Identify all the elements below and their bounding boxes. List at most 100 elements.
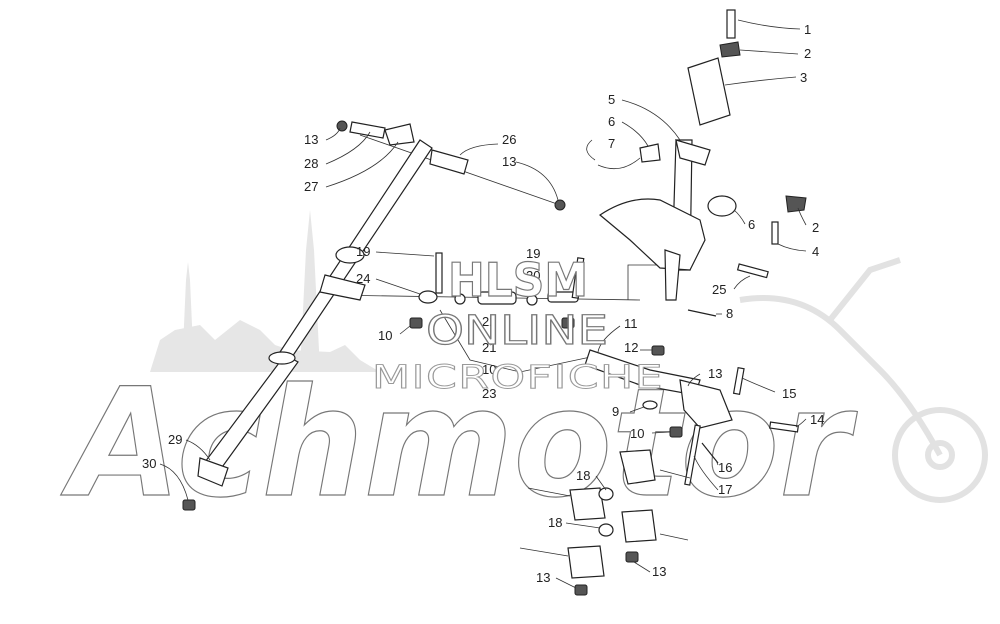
link-lower: [567, 545, 605, 579]
watermark-brand: Achmotor: [60, 357, 857, 531]
nut-13-mid: [554, 199, 566, 211]
watermark-line2: ONLINE: [426, 308, 608, 354]
washer-23: [526, 294, 538, 306]
callout-6b: 6: [748, 217, 755, 232]
callout-4: 4: [812, 244, 819, 259]
leader-25: [733, 275, 751, 290]
leader-16: [715, 459, 719, 466]
leader-30: [159, 463, 189, 501]
callout-10c: 10: [630, 426, 644, 441]
callout-22: 22: [482, 314, 496, 329]
leader-17: [693, 455, 719, 491]
washer-22: [454, 293, 466, 305]
watermark-overlay: HLSM ONLINE MICROFICHE: [372, 252, 664, 396]
steering-shaft: [182, 139, 433, 511]
cap-2-lower: [785, 195, 807, 213]
bushing-18-upper: [598, 487, 614, 501]
callout-13e: 13: [652, 564, 666, 579]
watermark-background-art: [150, 210, 988, 503]
bolt-17: [684, 424, 701, 486]
skyline: [150, 320, 380, 372]
rod-upper: [527, 469, 691, 497]
shaft-collar: [268, 351, 296, 365]
leader-27: [325, 141, 399, 188]
washer-9: [642, 400, 658, 410]
watermark-title: HLSM: [448, 253, 588, 307]
leader-9: [629, 406, 645, 413]
callout-11: 11: [624, 316, 638, 331]
leader-19a: [375, 251, 435, 257]
tie-rod-end-28: [349, 121, 386, 139]
axis-vertical: [627, 264, 670, 300]
callout-3: 3: [800, 70, 807, 85]
callout-12: 12: [624, 340, 638, 355]
leader-2b: [797, 207, 807, 226]
callout-labels: 1 2 3 5 6 7 26 13 13 28 27 6 2 4 19 19 2…: [142, 22, 824, 585]
bushing-6-upper: [639, 143, 661, 163]
housing-fork: [664, 249, 681, 301]
handlebar-clamp-3: [687, 57, 731, 126]
callout-7: 7: [608, 136, 615, 151]
callout-27: 27: [304, 179, 318, 194]
leader-28: [325, 131, 371, 165]
watermark-line3: MICROFICHE: [372, 358, 664, 396]
leader-10a: [399, 325, 411, 335]
sleeve-21: [477, 291, 517, 305]
leader-3: [724, 76, 797, 86]
leader-13c: [687, 373, 701, 387]
callout-14: 14: [810, 412, 824, 427]
axis-lower-arm: [439, 309, 601, 373]
callout-17: 17: [718, 482, 732, 497]
callout-13b: 13: [304, 132, 318, 147]
housing-body: [598, 198, 706, 271]
callout-29: 29: [168, 432, 182, 447]
callout-16: 16: [718, 460, 732, 475]
bolt-1: [726, 9, 736, 39]
callout-2a: 2: [804, 46, 811, 61]
leader-18b: [565, 522, 601, 529]
callout-10b: 10: [482, 362, 496, 377]
bolt-25: [736, 263, 769, 279]
steering-housing: [598, 198, 769, 317]
rod-lower: [519, 533, 689, 557]
leader-lines: [159, 19, 807, 589]
bolt-15: [732, 366, 745, 396]
nut-13-upper: [336, 120, 348, 132]
bushing-18-lower: [598, 523, 614, 537]
wheel-front-hub: [925, 440, 955, 470]
shaft-flange: [319, 274, 366, 301]
tie-rod-ends-upper: [336, 120, 566, 211]
callout-8: 8: [726, 306, 733, 321]
clip-7: [586, 139, 641, 170]
center-linkage: [409, 252, 585, 329]
leader-11: [597, 325, 621, 353]
callout-23: 23: [482, 386, 496, 401]
callout-15: 15: [782, 386, 796, 401]
tie-rod-end-26: [429, 149, 469, 175]
callout-13a: 13: [502, 154, 516, 169]
leader-13b: [325, 127, 341, 141]
bushing-6-lower: [707, 195, 737, 217]
leader-15: [741, 377, 776, 393]
bolt-19-left: [435, 252, 443, 294]
link-mid-right: [621, 509, 657, 543]
leader-13a: [515, 161, 559, 201]
leader-13d: [555, 577, 577, 589]
nut-12: [651, 345, 665, 356]
leader-26: [459, 143, 499, 156]
callout-5: 5: [608, 92, 615, 107]
nut-13-bottom-left: [574, 584, 588, 596]
link-upper: [619, 449, 656, 485]
callout-24: 24: [356, 271, 370, 286]
pitman-assembly: [584, 345, 799, 438]
callout-25: 25: [712, 282, 726, 297]
spire-left: [300, 210, 320, 370]
callout-21: 21: [482, 340, 496, 355]
callout-18b: 18: [548, 515, 562, 530]
clamp-cap-2: [719, 41, 741, 58]
rod-end-24: [418, 290, 438, 304]
callout-18a: 18: [576, 468, 590, 483]
callout-19b: 19: [526, 246, 540, 261]
bolt-14: [769, 421, 799, 433]
